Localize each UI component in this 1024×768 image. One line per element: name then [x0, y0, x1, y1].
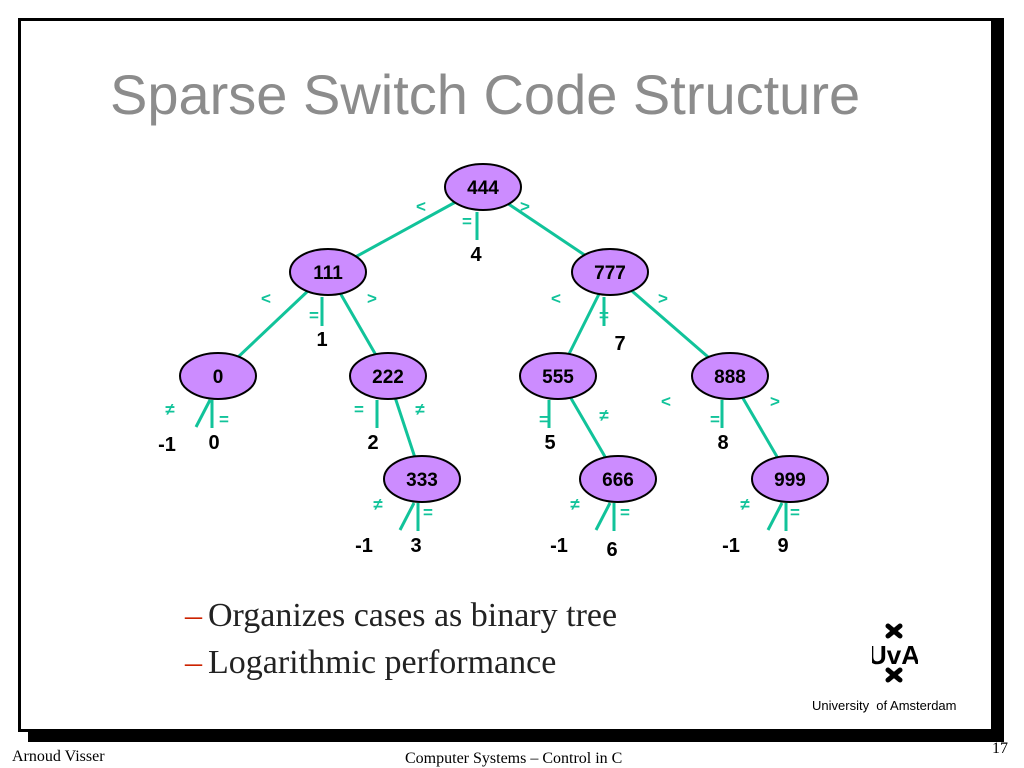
bullet-item: –Organizes cases as binary tree: [185, 592, 617, 639]
tree-node: 888: [691, 352, 769, 400]
tree-node: 555: [519, 352, 597, 400]
tree-node: 111: [289, 248, 367, 296]
branch-operator-label: =: [790, 503, 800, 522]
leaf-value-label: 1: [316, 329, 327, 351]
university-logo-icon: UvA: [872, 623, 918, 683]
leaf-value-label: 7: [614, 333, 625, 355]
node-label: 555: [542, 367, 574, 388]
node-label: 666: [602, 470, 634, 491]
node-ellipse: [579, 455, 657, 503]
branch-operator-label: =: [710, 410, 720, 429]
branch-operator-label: =: [599, 306, 609, 325]
leaf-value-label: 8: [717, 432, 728, 454]
branch-operator-label: ≠: [415, 400, 425, 419]
slide-title: Sparse Switch Code Structure: [110, 63, 861, 126]
leaf-value-label: 4: [470, 244, 482, 266]
node-ellipse: [691, 352, 769, 400]
branch-operator-label: ≠: [570, 495, 580, 514]
bullet-marker: –: [185, 644, 202, 681]
node-label: 222: [372, 367, 404, 388]
branch-operator-label: =: [354, 400, 364, 419]
tree-node: 0: [179, 352, 257, 400]
leaf-value-label: 0: [208, 432, 219, 454]
tree-node: 666: [579, 455, 657, 503]
branch-operator-label: >: [770, 392, 780, 411]
node-ellipse: [349, 352, 427, 400]
branch-operator-label: =: [423, 503, 433, 522]
bullet-marker: –: [185, 597, 202, 634]
branch-operator-label: ≠: [599, 406, 609, 425]
leaf-value-label: 9: [777, 535, 788, 557]
leaf-value-label: -1: [722, 535, 740, 557]
node-ellipse: [383, 455, 461, 503]
branch-operator-label: <: [661, 392, 671, 411]
leaf-edge: [594, 502, 612, 531]
bullet-item: –Logarithmic performance: [185, 639, 617, 686]
leaf-value-label: -1: [355, 535, 373, 557]
tree-node: 333: [383, 455, 461, 503]
branch-operator-label: ≠: [740, 495, 750, 514]
bullet-list: –Organizes cases as binary tree –Logarit…: [185, 592, 617, 686]
node-ellipse: [444, 163, 522, 211]
branch-operator-label: <: [416, 197, 426, 216]
node-ellipse: [751, 455, 829, 503]
node-label: 0: [213, 367, 224, 388]
branch-operator-label: =: [309, 306, 319, 325]
branch-operator-label: >: [658, 289, 668, 308]
node-ellipse: [519, 352, 597, 400]
leaf-edge: [398, 502, 416, 531]
leaf-value-label: 6: [606, 539, 617, 561]
leaf-value-label: 5: [544, 432, 555, 454]
footer-author: Arnoud Visser: [12, 748, 105, 765]
branch-operator-label: ≠: [165, 400, 175, 419]
tree-node: 222: [349, 352, 427, 400]
branch-operator-label: >: [520, 197, 530, 216]
node-ellipse: [179, 352, 257, 400]
leaf-edge: [766, 502, 784, 531]
bullet-text: Logarithmic performance: [208, 644, 557, 681]
leaf-value-label: -1: [158, 434, 176, 456]
branch-operator-label: <: [261, 289, 271, 308]
node-label: 999: [774, 470, 806, 491]
node-label: 888: [714, 367, 746, 388]
node-ellipse: [571, 248, 649, 296]
footer-course: Computer Systems – Control in C: [405, 750, 623, 767]
branch-operator-label: =: [462, 212, 472, 231]
university-name: University of Amsterdam: [812, 698, 957, 713]
branch-operator-label: ≠: [373, 495, 383, 514]
branch-operator-label: >: [367, 289, 377, 308]
page-number: 17: [992, 740, 1008, 757]
leaf-value-label: 3: [410, 535, 421, 557]
logo-text: UvA: [872, 640, 918, 670]
branch-operator-label: =: [539, 410, 549, 429]
branch-operator-label: =: [219, 410, 229, 429]
node-ellipse: [289, 248, 367, 296]
node-label: 444: [467, 178, 499, 199]
node-label: 111: [313, 263, 343, 284]
tree-node: 777: [571, 248, 649, 296]
branch-operator-label: <: [551, 289, 561, 308]
node-label: 777: [594, 263, 626, 284]
tree-node: 999: [751, 455, 829, 503]
node-label: 333: [406, 470, 438, 491]
leaf-value-label: 2: [367, 432, 378, 454]
leaf-edge: [194, 399, 212, 428]
tree-node: 444: [444, 163, 522, 211]
branch-operator-label: =: [620, 503, 630, 522]
bullet-text: Organizes cases as binary tree: [208, 597, 618, 634]
leaf-value-label: -1: [550, 535, 568, 557]
